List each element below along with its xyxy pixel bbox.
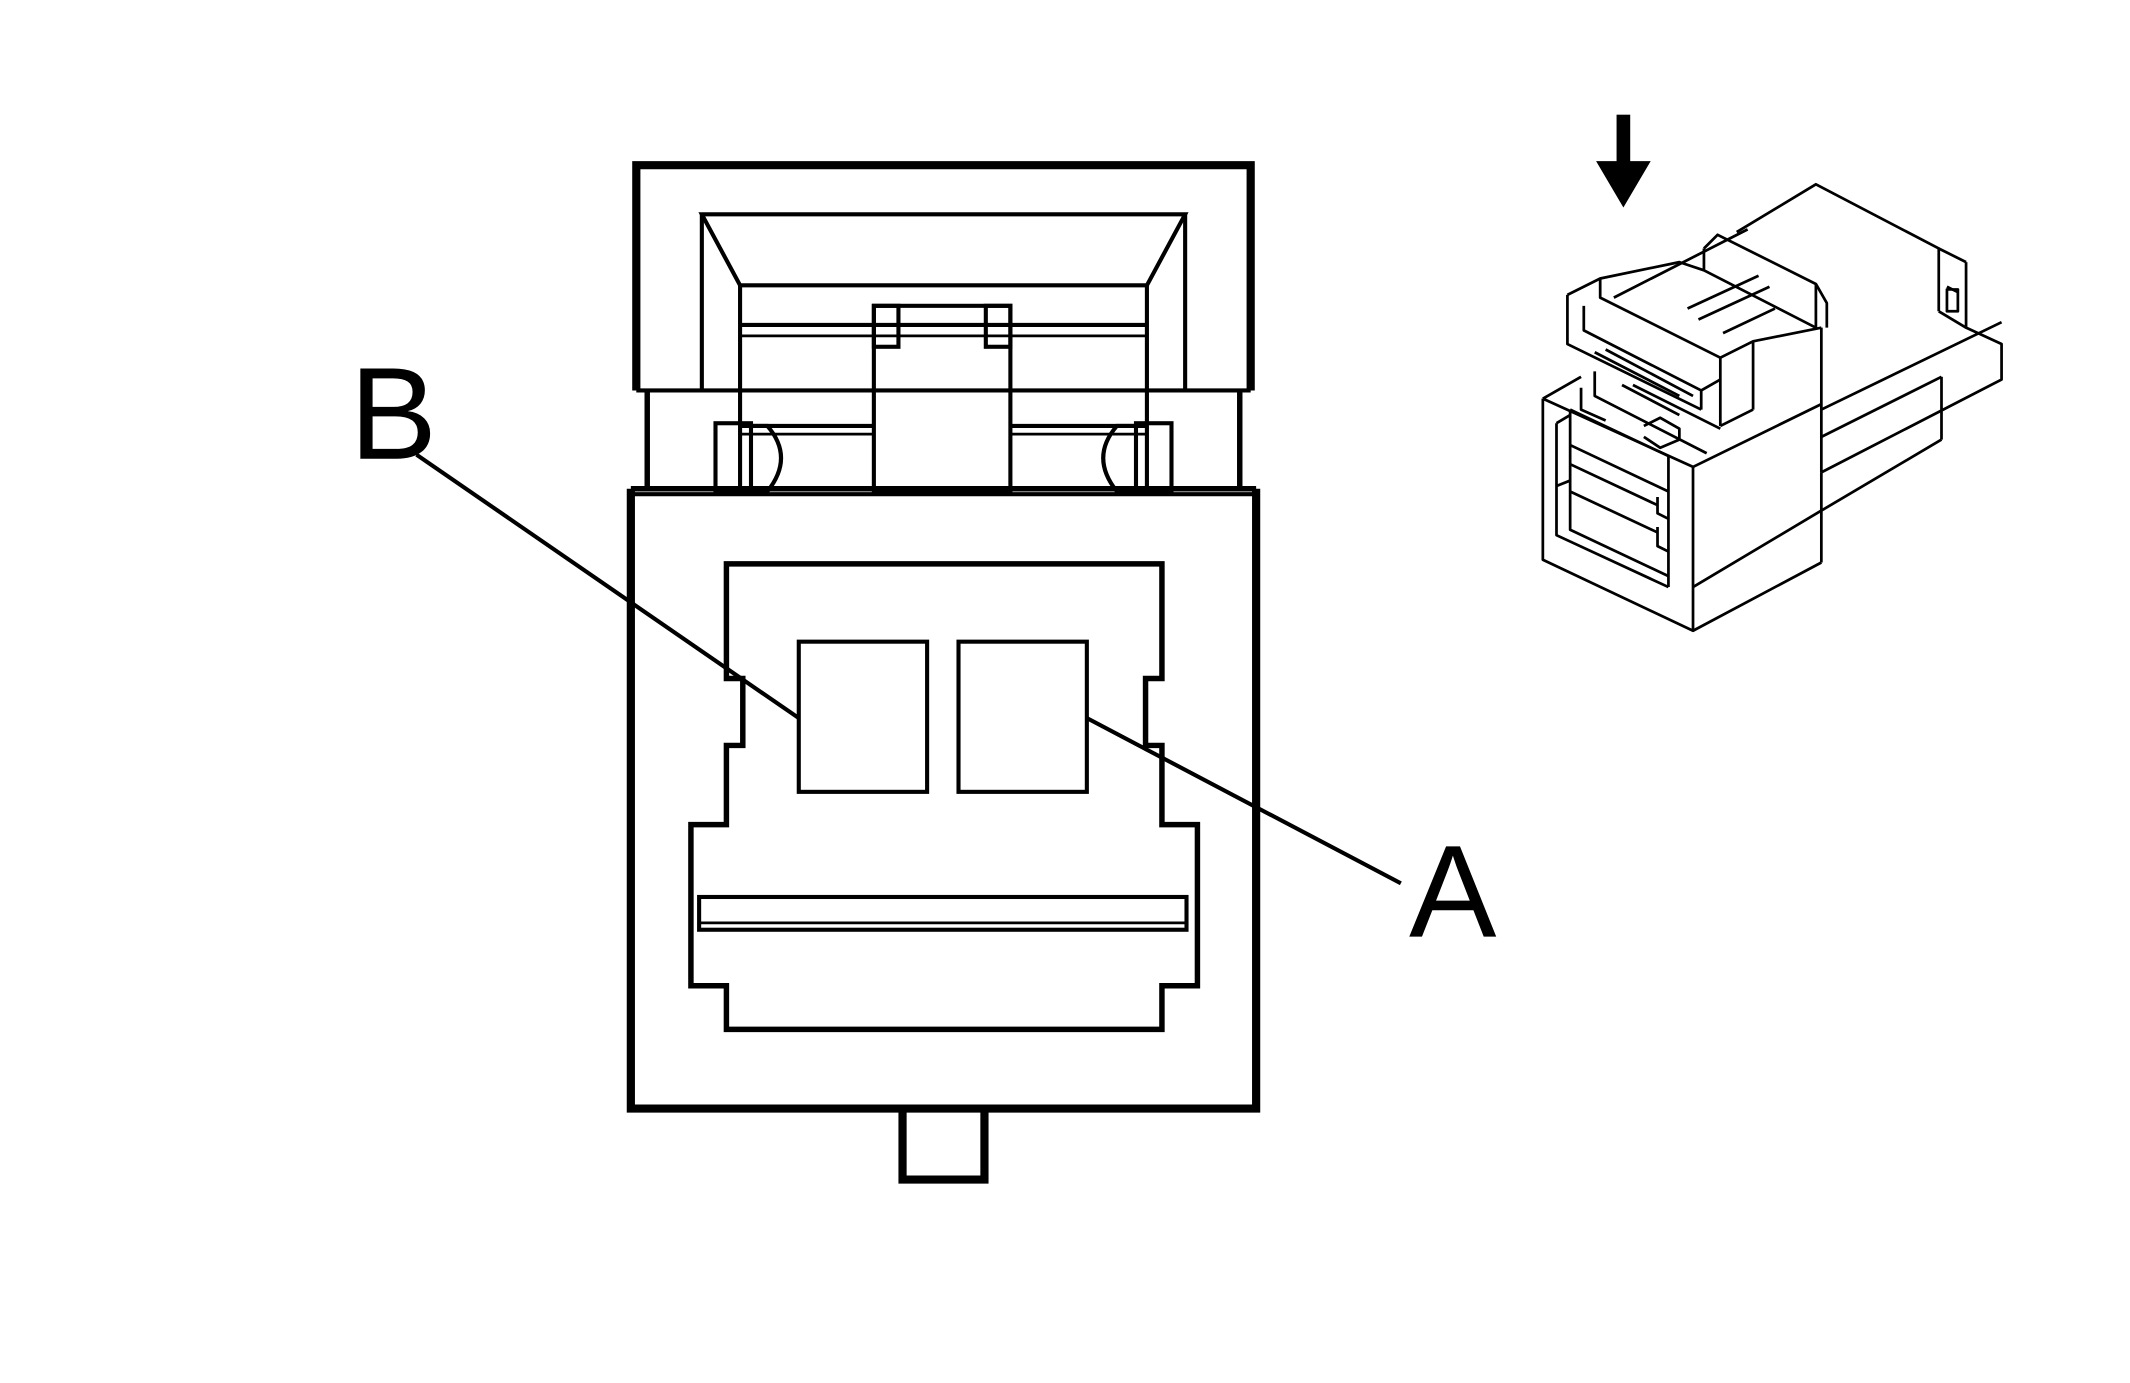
callout-label-b: B (350, 340, 437, 487)
latch-tab (871, 303, 1013, 494)
terminal-b (796, 639, 930, 794)
lower-slot (697, 894, 1189, 932)
callout-b: B (350, 340, 800, 720)
polarization-key (898, 1108, 989, 1184)
view-direction-arrow-down-icon (1596, 114, 1651, 208)
terminal-a (956, 639, 1089, 794)
callout-a: A (1085, 716, 1497, 965)
right-guide (1101, 421, 1174, 494)
leader-line-a (1085, 716, 1402, 886)
leader-line-b (415, 452, 800, 720)
connector-face-view (626, 161, 1261, 1184)
connector-body (626, 486, 1261, 1184)
upper-housing (632, 161, 1255, 494)
connector-isometric-view (1541, 182, 2003, 633)
terminal-cavity (688, 561, 1201, 1033)
callout-label-a: A (1409, 818, 1497, 965)
